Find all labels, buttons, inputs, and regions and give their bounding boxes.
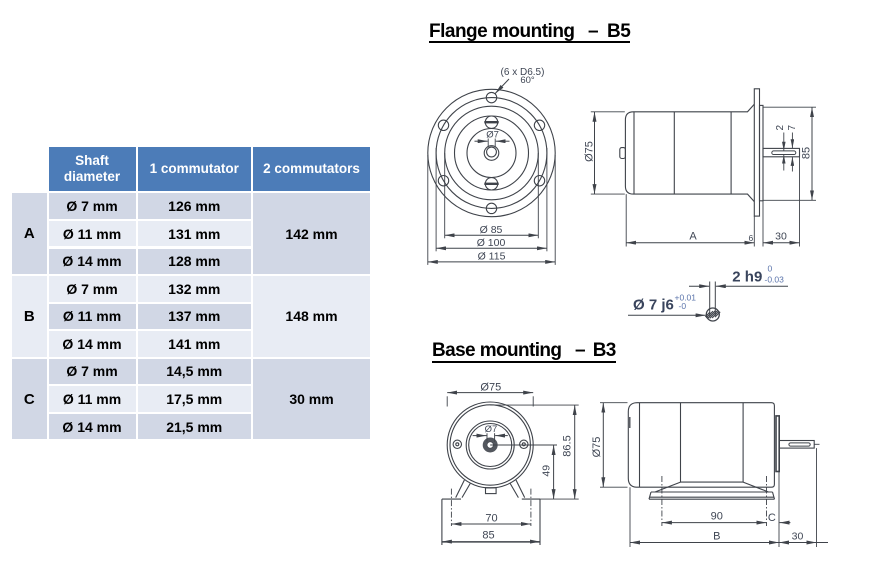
svg-text:A: A bbox=[689, 231, 697, 243]
svg-text:-0: -0 bbox=[679, 301, 687, 311]
svg-text:60°: 60° bbox=[520, 75, 535, 86]
svg-text:+0.01: +0.01 bbox=[675, 293, 697, 303]
svg-text:Ø 100: Ø 100 bbox=[477, 237, 506, 249]
svg-text:0: 0 bbox=[768, 264, 773, 274]
svg-text:Ø75: Ø75 bbox=[591, 437, 603, 458]
svg-text:7: 7 bbox=[787, 124, 798, 130]
svg-text:B: B bbox=[713, 531, 720, 543]
svg-text:Ø75: Ø75 bbox=[480, 381, 501, 393]
svg-text:Ø 115: Ø 115 bbox=[478, 251, 506, 263]
svg-text:85: 85 bbox=[800, 147, 812, 159]
svg-text:85: 85 bbox=[482, 529, 494, 541]
svg-text:30: 30 bbox=[792, 531, 804, 543]
svg-text:Ø7: Ø7 bbox=[485, 424, 498, 435]
svg-text:(6 x D6.5): (6 x D6.5) bbox=[501, 67, 545, 78]
svg-text:6: 6 bbox=[749, 233, 754, 243]
svg-text:2 h9: 2 h9 bbox=[732, 268, 762, 285]
svg-text:Ø7: Ø7 bbox=[486, 129, 499, 140]
svg-text:-0.03: -0.03 bbox=[765, 275, 785, 285]
svg-text:90: 90 bbox=[711, 511, 723, 523]
svg-text:70: 70 bbox=[485, 512, 497, 524]
svg-text:86.5: 86.5 bbox=[562, 435, 574, 456]
svg-text:30: 30 bbox=[775, 231, 787, 243]
svg-text:Ø75: Ø75 bbox=[583, 141, 595, 162]
svg-text:C: C bbox=[768, 512, 776, 524]
svg-text:49: 49 bbox=[541, 465, 553, 477]
svg-text:Ø 7 j6: Ø 7 j6 bbox=[633, 297, 674, 314]
svg-text:Ø 85: Ø 85 bbox=[480, 224, 503, 236]
svg-text:2: 2 bbox=[775, 124, 786, 130]
